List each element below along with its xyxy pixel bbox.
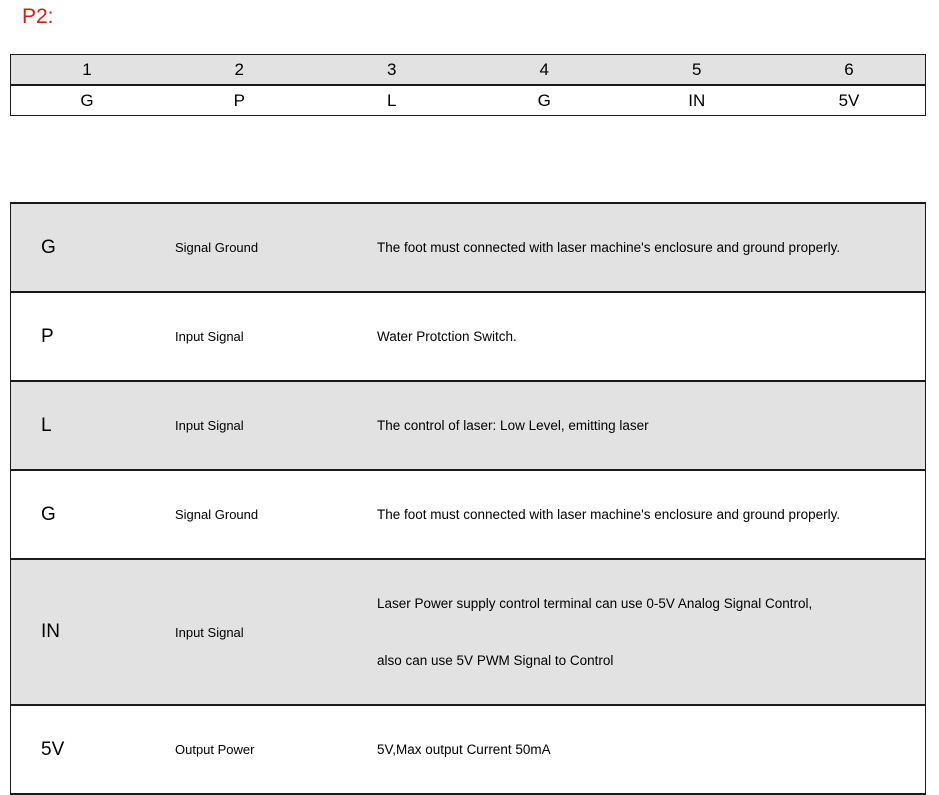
signal-type-label: Input Signal (173, 380, 370, 471)
pin-name-cell: L (315, 85, 468, 116)
table-row: G Signal Ground The foot must connected … (10, 202, 926, 293)
signal-type-label: Input Signal (173, 558, 370, 706)
signal-pin-label: G (10, 202, 173, 293)
pin-name-cell: 5V (773, 85, 926, 116)
pin-name-cell: IN (620, 85, 773, 116)
pin-number-cell: 6 (773, 54, 926, 86)
pin-number-cell: 2 (163, 54, 316, 86)
table-row: IN Input Signal Laser Power supply contr… (10, 558, 926, 706)
signal-description-cell: The foot must connected with laser machi… (370, 469, 926, 560)
pin-number-cell: 1 (10, 54, 163, 86)
signal-description-cell: The control of laser: Low Level, emittin… (370, 380, 926, 471)
signal-description-line: The control of laser: Low Level, emittin… (377, 418, 649, 433)
signal-description-cell: Laser Power supply control terminal can … (370, 558, 926, 706)
signal-pin-label: IN (10, 558, 173, 706)
pin-header-table: 1 2 3 4 5 6 G P L G IN 5V (10, 54, 926, 116)
signal-description-cell: The foot must connected with laser machi… (370, 202, 926, 293)
pin-name-cell: G (468, 85, 621, 116)
signal-type-label: Output Power (173, 704, 370, 795)
signal-type-label: Input Signal (173, 291, 370, 382)
table-row: 5V Output Power 5V,Max output Current 50… (10, 704, 926, 795)
signal-description-line: 5V,Max output Current 50mA (377, 742, 551, 757)
signal-description-line: Water Protction Switch. (377, 329, 517, 344)
signal-pin-label: L (10, 380, 173, 471)
signal-description-line: also can use 5V PWM Signal to Control (377, 653, 614, 668)
signal-description-line: The foot must connected with laser machi… (377, 240, 841, 255)
pin-name-cell: G (10, 85, 163, 116)
signal-description-line: The foot must connected with laser machi… (377, 507, 841, 522)
signal-description-line: Laser Power supply control terminal can … (377, 596, 813, 611)
signal-description-cell: 5V,Max output Current 50mA (370, 704, 926, 795)
signal-description-table-body: G Signal Ground The foot must connected … (10, 202, 926, 795)
signal-description-table: G Signal Ground The foot must connected … (10, 202, 926, 795)
table-row: P Input Signal Water Protction Switch. (10, 291, 926, 382)
pin-number-row: 1 2 3 4 5 6 (10, 54, 926, 86)
pin-header-table-body: 1 2 3 4 5 6 G P L G IN 5V (10, 54, 926, 116)
pin-number-cell: 3 (315, 54, 468, 86)
pin-number-cell: 4 (468, 54, 621, 86)
table-row: L Input Signal The control of laser: Low… (10, 380, 926, 471)
signal-pin-label: 5V (10, 704, 173, 795)
signal-pin-label: G (10, 469, 173, 560)
pin-name-cell: P (163, 85, 316, 116)
signal-description-cell: Water Protction Switch. (370, 291, 926, 382)
table-row: G Signal Ground The foot must connected … (10, 469, 926, 560)
signal-type-label: Signal Ground (173, 202, 370, 293)
pin-number-cell: 5 (620, 54, 773, 86)
pin-name-row: G P L G IN 5V (10, 85, 926, 116)
signal-type-label: Signal Ground (173, 469, 370, 560)
page-title: P2: (22, 5, 54, 28)
signal-pin-label: P (10, 291, 173, 382)
